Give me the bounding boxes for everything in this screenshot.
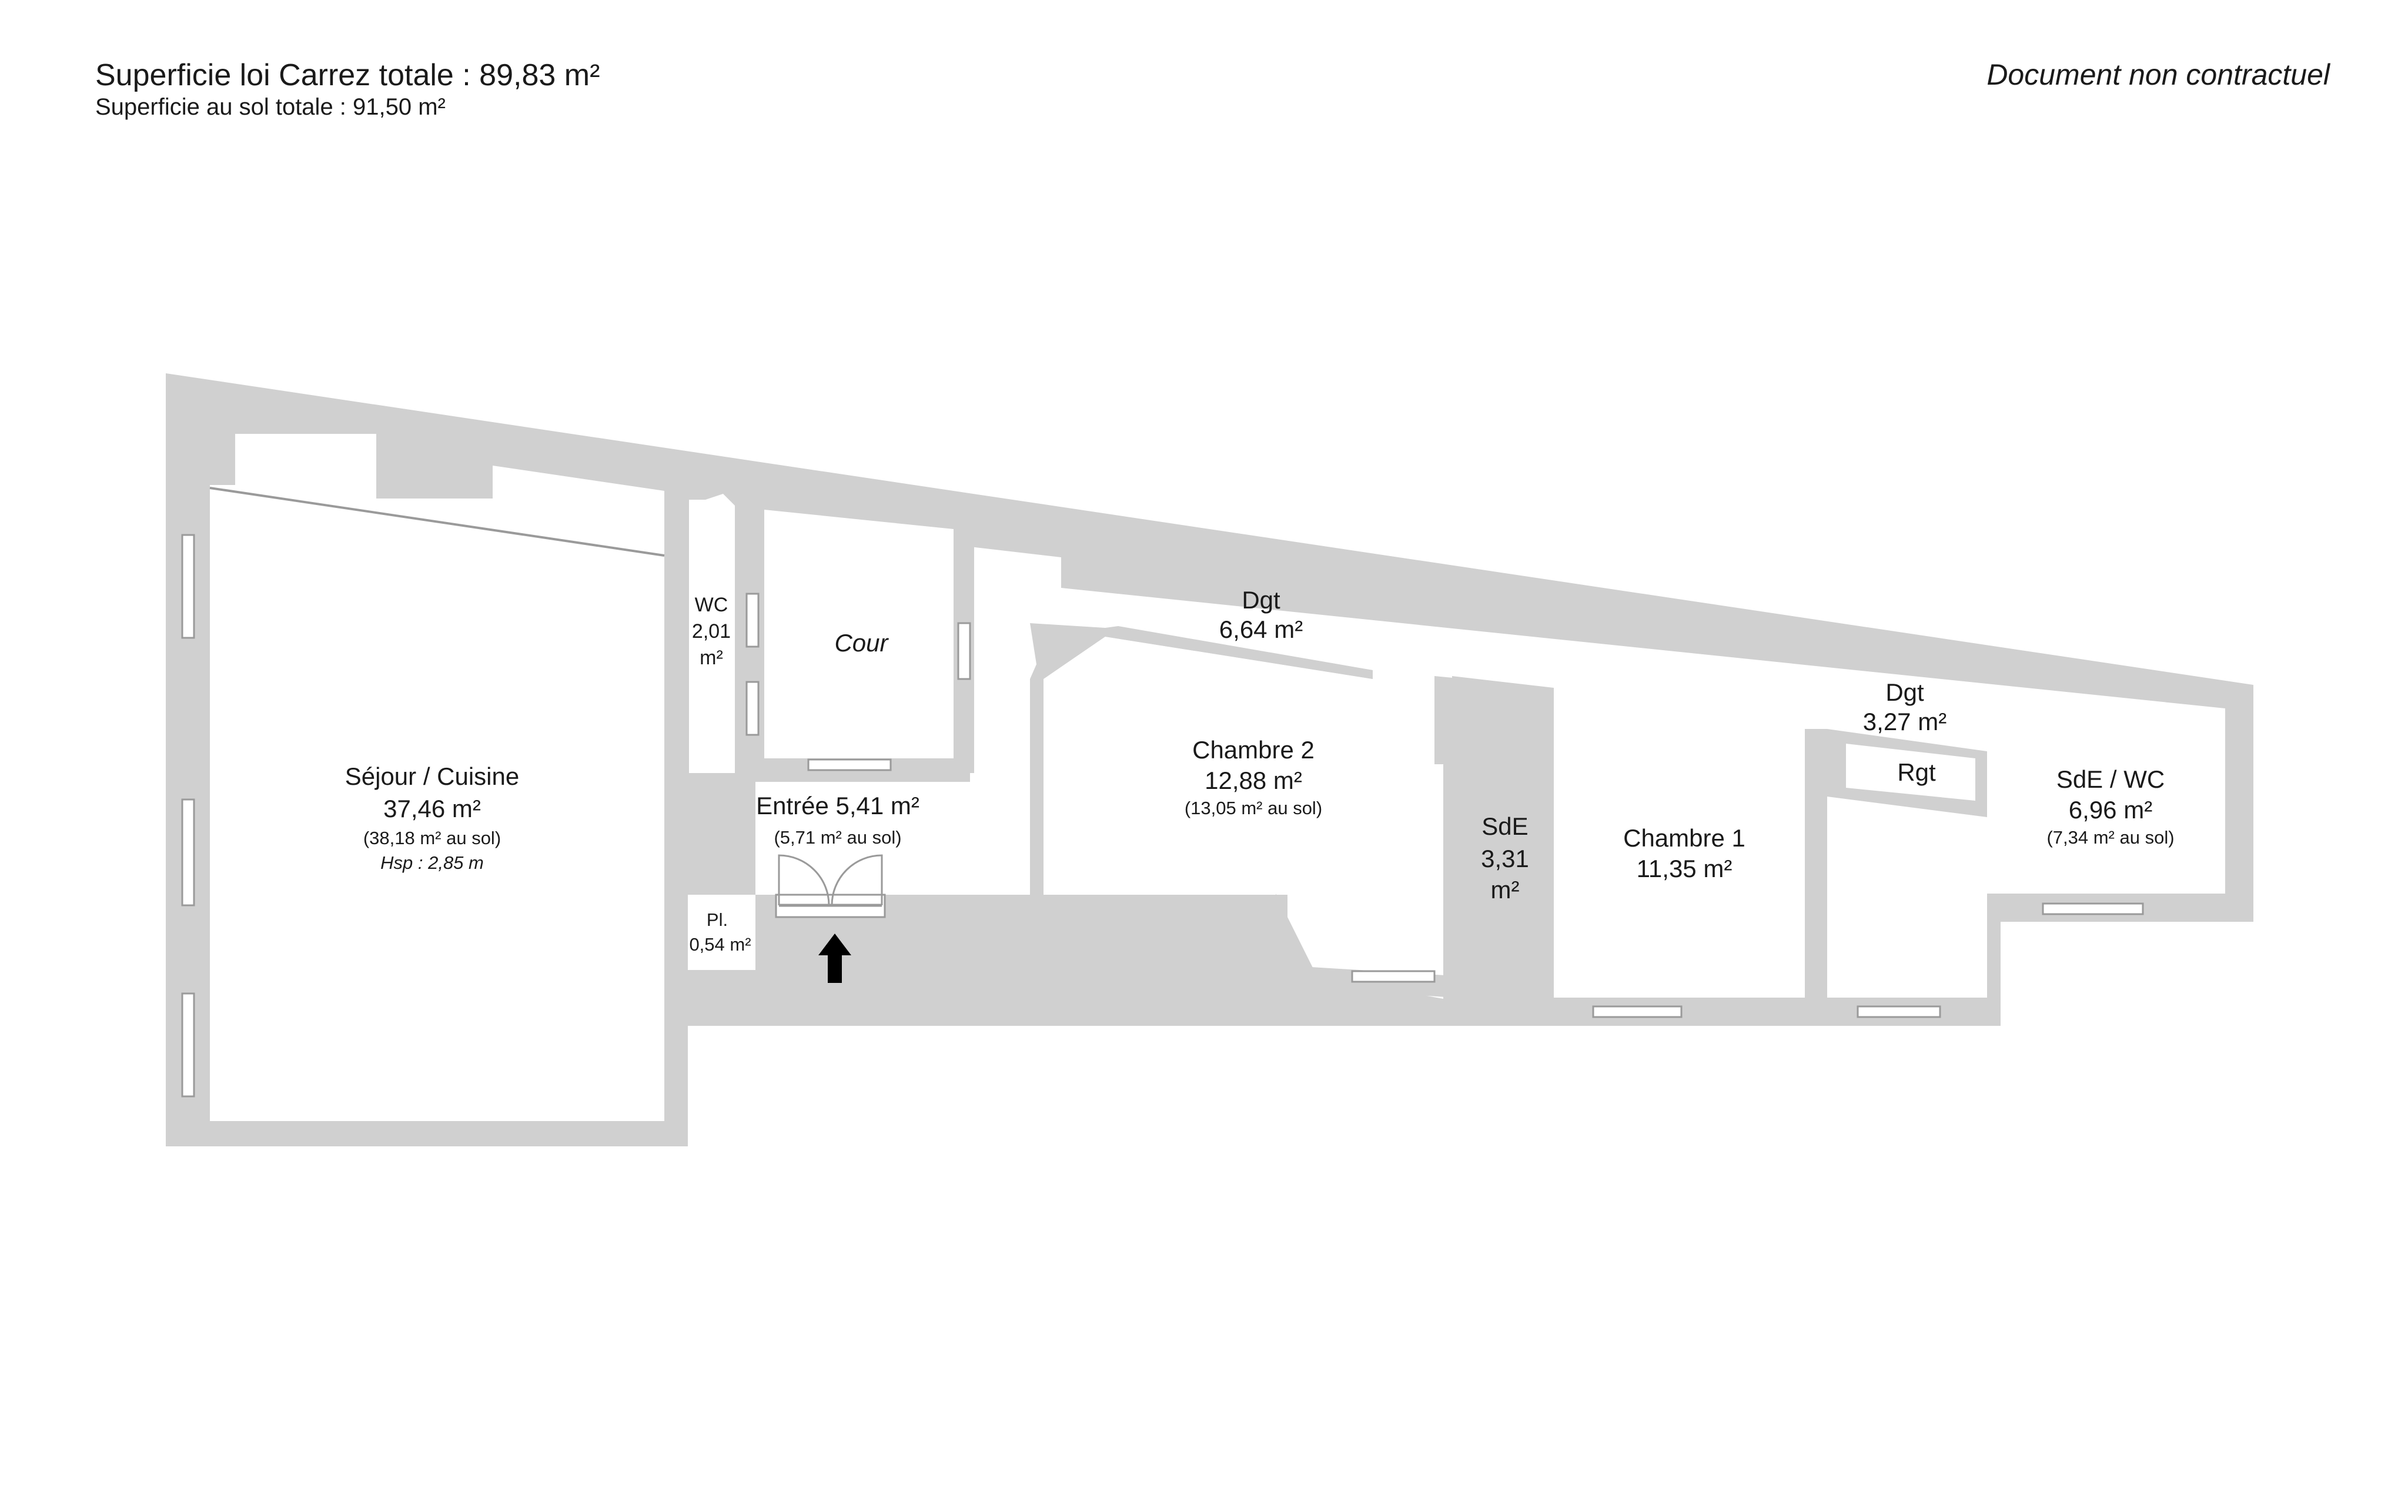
wc-unit: m² [700,647,723,669]
sdewc-name: SdE / WC [2056,765,2165,793]
sejour-hsp: Hsp : 2,85 m [380,852,484,873]
room-placard: Pl. 0,54 m² [689,909,751,955]
dgt2-area: 3,27 m² [1863,708,1947,735]
chambre1-name: Chambre 1 [1623,824,1745,852]
rgt-name: Rgt [1897,758,1936,786]
chambre2-name: Chambre 2 [1192,736,1315,764]
rangement-interior [1846,744,1975,801]
room-sejour: Séjour / Cuisine 37,46 m² (38,18 m² au s… [345,762,519,873]
chambre1-area: 11,35 m² [1637,855,1733,882]
sde1-area: 3,31 [1481,845,1529,872]
chambre2-area-sol: (13,05 m² au sol) [1185,798,1322,818]
sdewc-area: 6,96 m² [2069,796,2152,824]
room-chambre-2: Chambre 2 12,88 m² (13,05 m² au sol) [1185,736,1322,818]
entrance-door[interactable] [775,854,886,918]
room-entree: Entrée 5,41 m² (5,71 m² au sol) [756,792,919,848]
cour-name: Cour [834,629,889,657]
room-sde-1: SdE 3,31 m² [1481,812,1529,904]
sejour-beam-line [209,487,665,557]
dgt1-name: Dgt [1242,586,1280,614]
dgt2-name: Dgt [1885,678,1924,706]
chambre2-area: 12,88 m² [1205,767,1302,794]
windows [181,534,2144,1098]
wc-area: 2,01 [692,620,731,643]
sejour-area: 37,46 m² [383,795,481,822]
room-dgt-2: Dgt 3,27 m² [1863,678,1947,735]
room-dgt-1: Dgt 6,64 m² [1219,586,1303,643]
sdewc-area-sol: (7,34 m² au sol) [2046,827,2174,848]
room-sde-wc: SdE / WC 6,96 m² (7,34 m² au sol) [2046,765,2174,848]
room-rangement: Rgt [1897,758,1936,786]
sejour-name: Séjour / Cuisine [345,762,519,790]
total-floor-area: Superficie au sol totale : 91,50 m² [95,94,446,120]
placard-interior [688,917,755,970]
room-cour: Cour [834,629,889,657]
placard-area: 0,54 m² [689,934,751,955]
disclaimer-text: Document non contractuel [1986,58,2330,91]
sde1-name: SdE [1481,812,1528,840]
sde1-unit: m² [1491,876,1520,904]
entree-area-sol: (5,71 m² au sol) [774,827,901,848]
wc-name: WC [695,594,728,616]
placard-name: Pl. [707,909,728,930]
room-wc: WC 2,01 m² [692,594,731,669]
entrance-arrow-icon [818,934,851,983]
room-chambre-1: Chambre 1 11,35 m² [1623,824,1745,882]
total-carrez-area: Superficie loi Carrez totale : 89,83 m² [95,58,600,92]
sejour-area-sol: (38,18 m² au sol) [363,828,501,848]
dgt1-area: 6,64 m² [1219,615,1303,643]
entree-name-area: Entrée 5,41 m² [756,792,919,819]
